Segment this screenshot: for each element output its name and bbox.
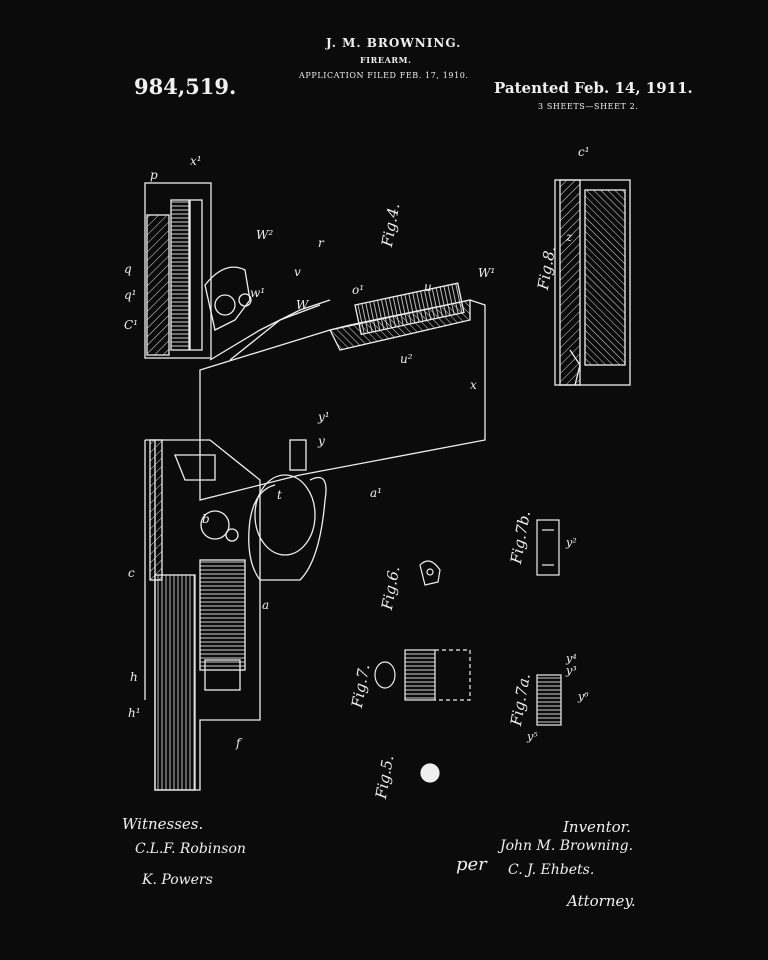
trigger [290, 440, 306, 470]
fig7a-drawing [537, 675, 561, 725]
mainspring-housing [200, 560, 245, 670]
label-y2: y² [566, 536, 577, 549]
label-y3: y³ [566, 664, 577, 677]
label-p: p [150, 168, 158, 182]
label-v: v [294, 265, 301, 279]
fig8-left-hatch [560, 180, 580, 385]
label-o1: o¹ [352, 283, 364, 297]
label-t: t [277, 488, 282, 502]
label-h1: h¹ [128, 706, 141, 720]
fig7-drawing [375, 650, 470, 700]
fig6-part [420, 561, 440, 585]
label-x1: x¹ [190, 154, 202, 168]
label-r: r [318, 236, 324, 250]
label-q1: q¹ [124, 288, 137, 302]
fig7b-drawing [537, 520, 559, 575]
label-y1: y¹ [318, 410, 330, 424]
label-y: y [318, 434, 325, 448]
label-x: x [470, 378, 477, 392]
label-u: u [424, 280, 432, 294]
trigger-bar-2 [230, 305, 320, 360]
witness-signature-2: K. Powers [142, 872, 213, 888]
label-a: a [262, 598, 269, 612]
label-C1: C¹ [124, 318, 138, 332]
label-c1: c¹ [578, 145, 590, 159]
inventor-label: Inventor. [563, 818, 631, 836]
sear-block [175, 455, 215, 480]
magazine-spring-hatch [171, 200, 189, 350]
label-h: h [130, 670, 138, 684]
fig8-drawing [555, 180, 630, 385]
per-text: per [456, 854, 487, 875]
label-a1: a¹ [370, 486, 382, 500]
trigger-bar [210, 300, 330, 360]
fig8-hatching [585, 190, 625, 365]
grip-panel-hatching [147, 215, 169, 355]
witnesses-label: Witnesses. [122, 815, 203, 833]
hammer-pivot [215, 295, 235, 315]
hammer [205, 267, 250, 330]
fig7-circle [375, 662, 395, 688]
label-z: z [566, 230, 572, 244]
label-u2: u² [400, 352, 413, 366]
label-f: f [236, 736, 240, 750]
magazine-wall [190, 200, 202, 350]
attorney-signature: C. J. Ehbets. [508, 862, 594, 878]
fig7-dashed [435, 650, 470, 700]
label-b: b [202, 512, 210, 526]
label-w2: W² [256, 228, 273, 242]
barrel-bushing-hatch [155, 575, 195, 790]
fig5-drawing [421, 764, 439, 782]
safety-pin [226, 529, 238, 541]
label-W1: W¹ [478, 266, 495, 280]
label-W: W [296, 298, 308, 312]
trigger-guard-inner [255, 475, 315, 555]
label-y6: y⁶ [578, 690, 589, 703]
label-w1: w¹ [250, 286, 265, 300]
label-y4: y⁴ [566, 652, 577, 665]
label-y5: y⁵ [527, 730, 538, 743]
fig5-ball [421, 764, 439, 782]
attorney-label: Attorney. [567, 892, 636, 910]
label-c: c [128, 566, 135, 580]
inventor-signature: John M. Browning. [500, 838, 633, 854]
label-q: q [124, 262, 132, 276]
frame-left-hatch [150, 440, 162, 580]
fig7-part [405, 650, 435, 700]
fig6-drawing [420, 561, 440, 585]
witness-signature-1: C.L.F. Robinson [135, 841, 246, 857]
fig7b-part [537, 520, 559, 575]
fig7a-part [537, 675, 561, 725]
